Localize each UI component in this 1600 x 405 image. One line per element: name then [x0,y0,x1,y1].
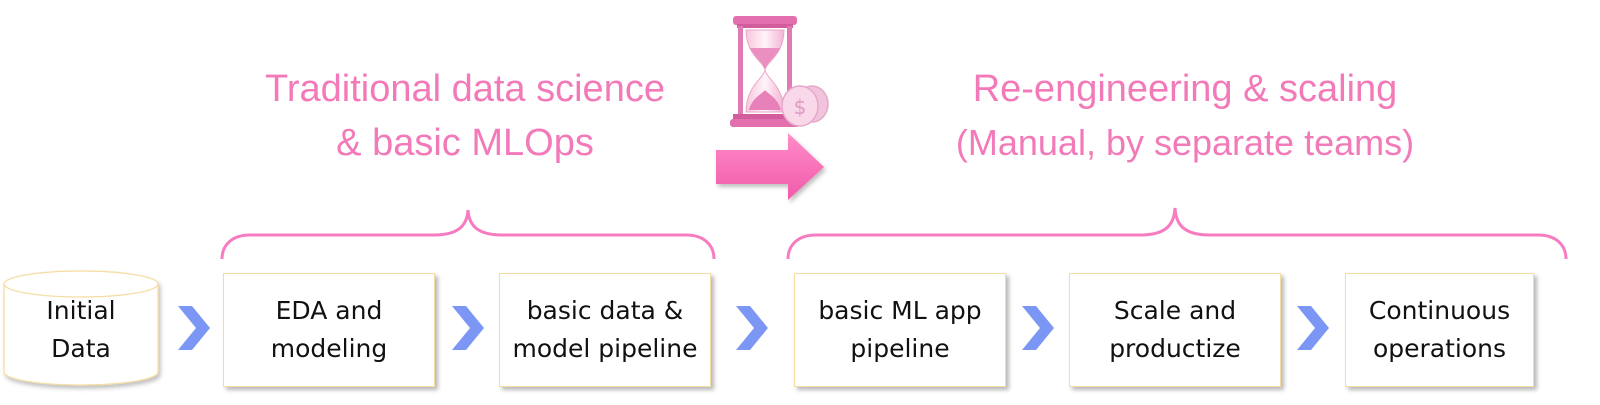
heading-reengineering: Re-engineering & scaling (Manual, by sep… [900,62,1470,170]
step-line2: productize [1109,334,1241,363]
step-line2: operations [1372,334,1507,363]
brace-reengineering [786,207,1568,260]
step-line2: modeling [270,334,388,363]
svg-text:$: $ [794,95,807,119]
step-line1: EDA and [275,296,383,325]
step-line1: basic data & [526,296,684,325]
chevron-right-icon [452,306,484,350]
step-basic-ml-app-pipeline: basic ML app pipeline [794,273,1006,387]
initial-data-line1: Initial [46,296,116,325]
chevron-right-icon [1297,306,1329,350]
heading-traditional-line1: Traditional data science [265,68,665,110]
step-continuous-operations: Continuous operations [1345,273,1534,387]
step-line2: pipeline [850,334,950,363]
heading-reengineering-line1: Re-engineering & scaling [972,68,1398,110]
chevron-right-icon [178,306,210,350]
chevron-right-icon [1022,306,1054,350]
step-basic-data-model-pipeline: basic data & model pipeline [499,273,711,387]
initial-data-line2: Data [51,334,111,363]
initial-data-label: Initial Data [4,292,158,368]
step-eda-modeling: EDA and modeling [223,273,435,387]
right-arrow-icon [716,133,824,200]
brace-traditional [220,209,716,260]
step-line1: Scale and [1113,296,1237,325]
hourglass-with-coins-icon: $ [730,16,829,127]
step-scale-productize: Scale and productize [1069,273,1281,387]
heading-traditional: Traditional data science & basic MLOps [195,62,735,170]
step-line1: basic ML app [818,296,982,325]
step-line2: model pipeline [512,334,698,363]
chevron-right-icon [736,306,768,350]
initial-data-cylinder [3,270,159,386]
heading-reengineering-line2: (Manual, by separate teams) [955,122,1415,163]
heading-traditional-line2: & basic MLOps [336,122,594,164]
step-line1: Continuous [1368,296,1511,325]
